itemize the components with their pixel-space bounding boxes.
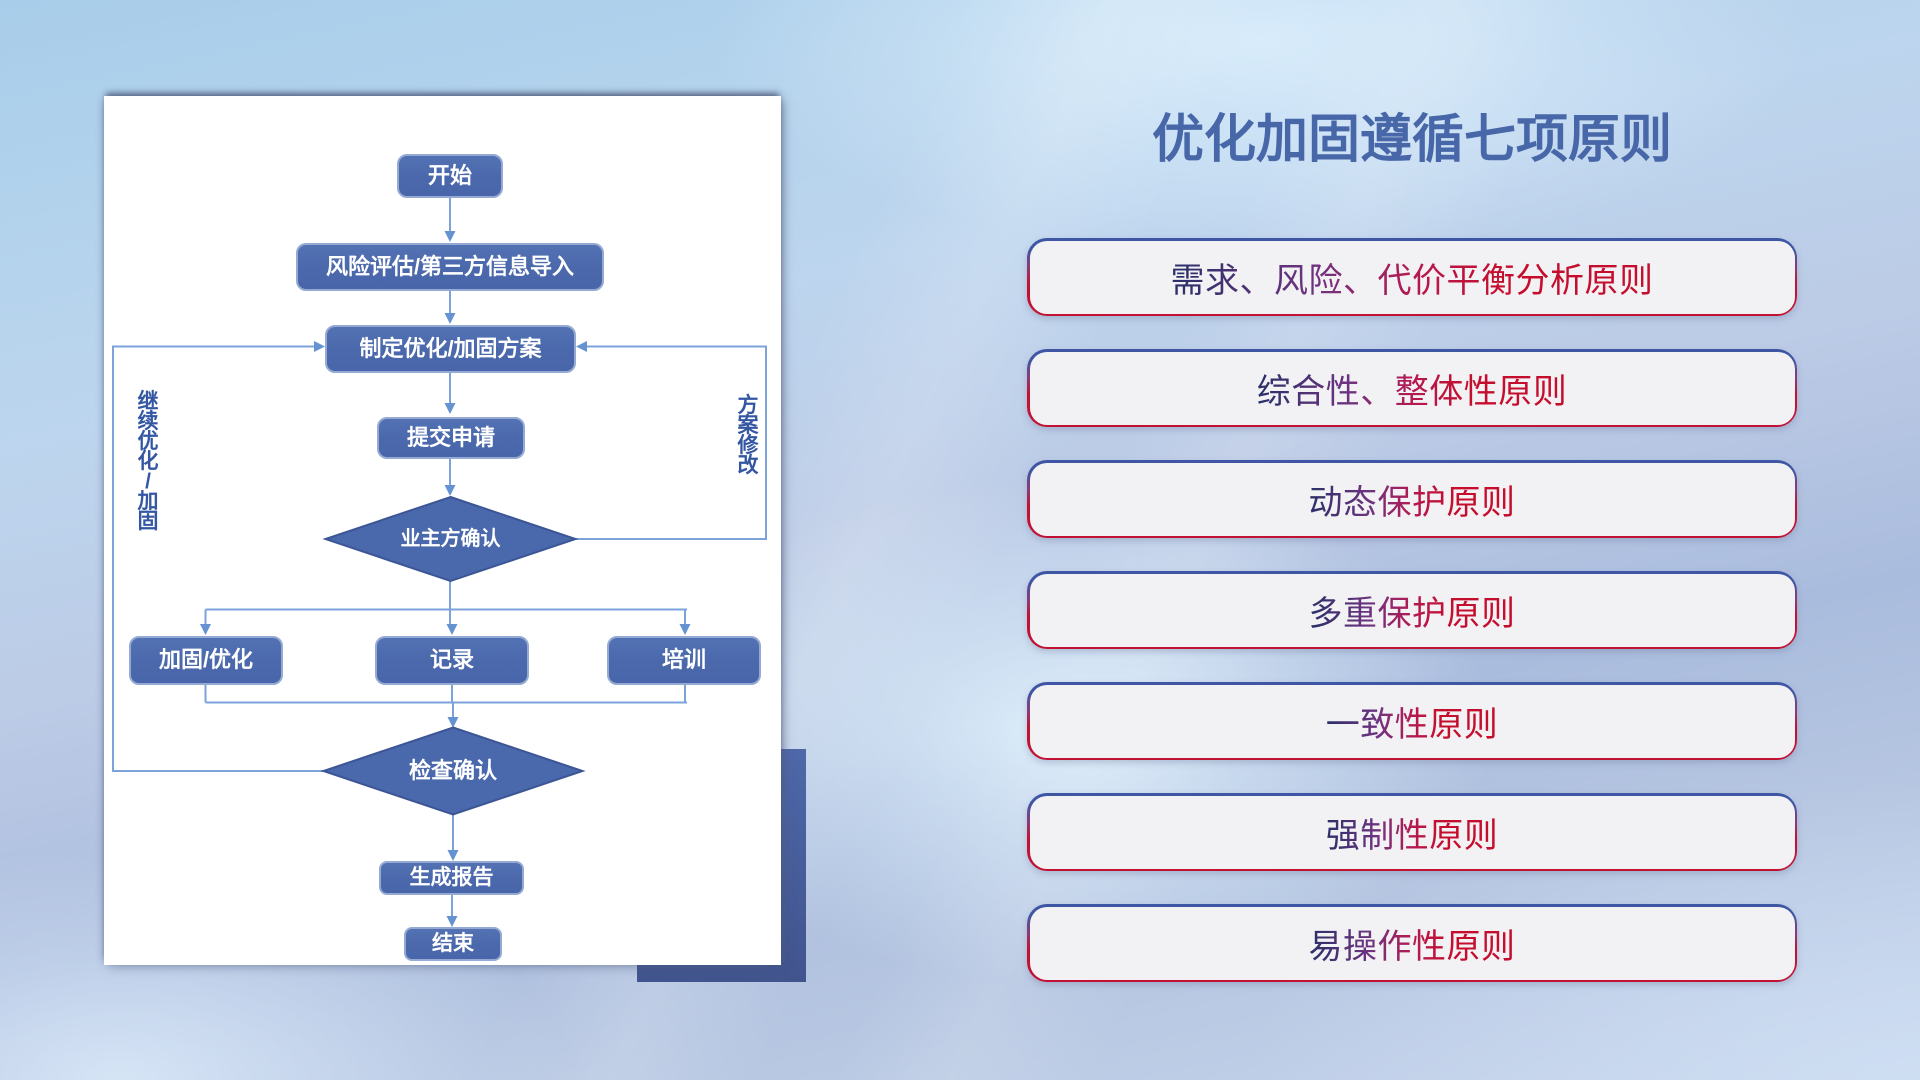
principle-pill-7-inner: 易操作性原则 xyxy=(1029,906,1795,980)
flow-node-harden-optimize: 加固/优化 xyxy=(129,636,283,685)
principle-pill-7: 易操作性原则 xyxy=(1027,904,1797,982)
flow-node-check-confirm-label: 检查确认 xyxy=(408,757,497,783)
flow-node-make-plan-label: 制定优化/加固方案 xyxy=(359,335,542,361)
principle-pill-1-inner: 需求、风险、代价平衡分析原则 xyxy=(1029,240,1795,314)
flow-node-make-plan: 制定优化/加固方案 xyxy=(325,325,576,373)
principle-pill-2-inner: 综合性、整体性原则 xyxy=(1029,351,1795,425)
principle-pill-1: 需求、风险、代价平衡分析原则 xyxy=(1027,238,1797,316)
flow-node-report-label: 生成报告 xyxy=(409,866,494,890)
principle-pill-3-label: 动态保护原则 xyxy=(1309,475,1516,524)
flow-node-owner-confirm-label: 业主方确认 xyxy=(400,528,501,550)
flow-node-train-label: 培训 xyxy=(661,647,706,673)
principle-pill-6-inner: 强制性原则 xyxy=(1029,795,1795,869)
principle-pill-6: 强制性原则 xyxy=(1027,793,1797,871)
panel-title: 优化加固遵循七项原则 xyxy=(1151,111,1672,169)
principle-pill-4: 多重保护原则 xyxy=(1027,571,1797,649)
flow-node-end-label: 结束 xyxy=(432,932,474,956)
flow-edge-label-revise: 方案修改 xyxy=(737,394,759,477)
flow-node-harden-optimize-label: 加固/优化 xyxy=(158,647,254,673)
principle-pill-4-inner: 多重保护原则 xyxy=(1029,573,1795,647)
flow-node-start-label: 开始 xyxy=(427,162,472,188)
principle-pill-5-label: 一致性原则 xyxy=(1326,697,1499,746)
flow-node-start: 开始 xyxy=(397,154,503,198)
principle-pill-3-inner: 动态保护原则 xyxy=(1029,462,1795,536)
principle-pill-6-label: 强制性原则 xyxy=(1326,808,1499,857)
flow-node-submit-label: 提交申请 xyxy=(406,424,495,450)
principle-pill-4-label: 多重保护原则 xyxy=(1309,586,1516,635)
flow-node-train: 培训 xyxy=(607,636,761,685)
principle-pill-5-inner: 一致性原则 xyxy=(1029,684,1795,758)
flow-node-report: 生成报告 xyxy=(379,861,524,895)
principle-pill-3: 动态保护原则 xyxy=(1027,460,1797,538)
principle-pill-2: 综合性、整体性原则 xyxy=(1027,349,1797,427)
flow-node-risk-import: 风险评估/第三方信息导入 xyxy=(296,243,604,291)
principle-pill-1-label: 需求、风险、代价平衡分析原则 xyxy=(1171,253,1654,302)
flow-node-owner-confirm: 业主方确认 xyxy=(326,497,576,581)
flow-node-end: 结束 xyxy=(404,927,502,961)
flowchart-connectors xyxy=(112,197,767,927)
flow-node-submit: 提交申请 xyxy=(377,417,525,459)
flowchart-card: 开始 风险评估/第三方信息导入 制定优化/加固方案 提交申请 业主方确认 加固/… xyxy=(104,96,781,965)
flow-node-record: 记录 xyxy=(375,636,529,685)
flow-node-record-label: 记录 xyxy=(429,647,474,673)
principle-pill-2-label: 综合性、整体性原则 xyxy=(1257,364,1568,413)
principle-pill-5: 一致性原则 xyxy=(1027,682,1797,760)
flow-edge-label-continue: 继续优化/加固 xyxy=(137,390,159,533)
flow-node-risk-import-label: 风险评估/第三方信息导入 xyxy=(325,253,575,279)
flow-node-check-confirm: 检查确认 xyxy=(324,728,583,815)
principle-pill-7-label: 易操作性原则 xyxy=(1309,919,1516,968)
